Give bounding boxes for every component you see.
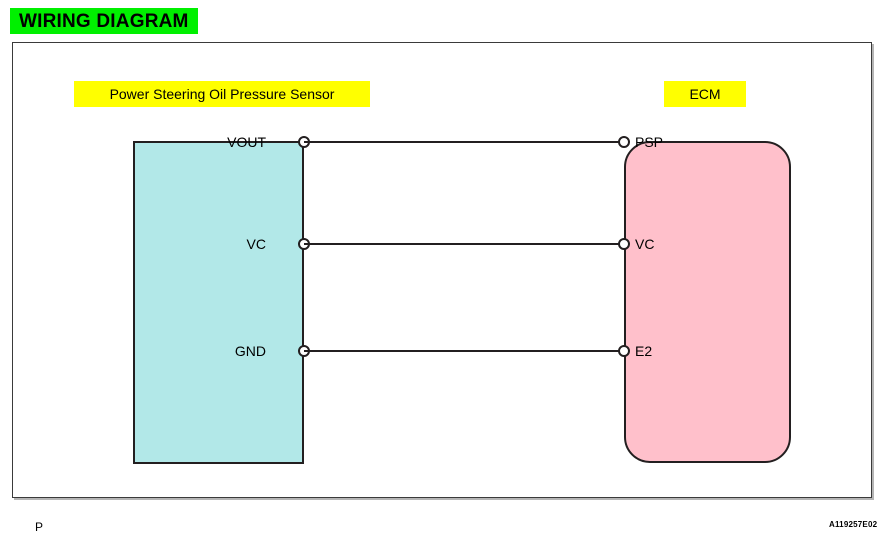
section-heading-banner: WIRING DIAGRAM: [10, 8, 198, 34]
diagram-frame: Power Steering Oil Pressure Sensor ECM V…: [12, 42, 877, 533]
figure-reference-code: A119257E02: [829, 520, 878, 529]
ecm-terminal-psp: [618, 136, 630, 148]
wire-gnd-e2: [304, 350, 624, 352]
wire-vc-vc: [304, 243, 624, 245]
sensor-component-body: [133, 141, 304, 464]
page-mark: P: [35, 520, 44, 534]
ecm-component-body: [624, 141, 791, 463]
ecm-caption-text: ECM: [689, 86, 721, 102]
wire-vout-psp: [304, 141, 624, 143]
section-heading-text: WIRING DIAGRAM: [19, 10, 189, 32]
sensor-caption-box: Power Steering Oil Pressure Sensor: [74, 81, 370, 107]
sensor-caption-text: Power Steering Oil Pressure Sensor: [109, 86, 335, 102]
ecm-caption-box: ECM: [664, 81, 746, 107]
